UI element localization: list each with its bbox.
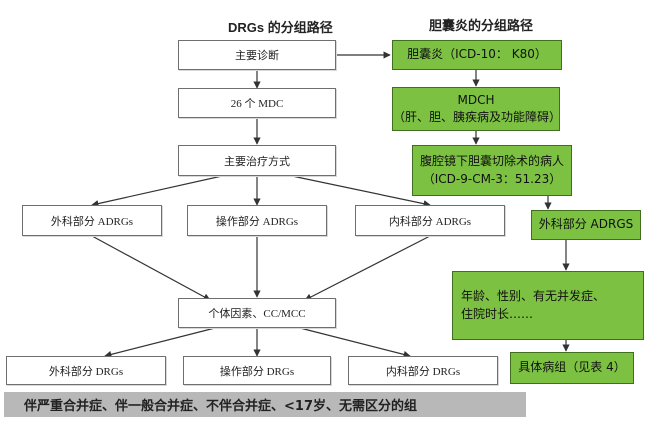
individual-factors-label: 个体因素、CC/MCC (208, 308, 306, 320)
factors-green-box: 年龄、性别、有无并发症、 住院时长…… (452, 271, 644, 340)
mdc-label: 26 个 MDC (230, 98, 284, 110)
bottom-summary-bar: 伴严重合并症、伴一般合并症、不伴合并症、<17岁、无需区分的组 (4, 392, 526, 417)
internal-adrgs-box: 内科部分 ADRGs (355, 205, 505, 236)
individual-factors-box: 个体因素、CC/MCC (178, 298, 336, 328)
left-title: DRGs 的分组路径 (228, 20, 333, 35)
internal-adrgs-label: 内科部分 ADRGs (388, 215, 472, 228)
arrow-factors-to-internal-drgs (299, 327, 411, 358)
operation-drgs-label: 操作部分 DRGs (219, 365, 295, 378)
arrow-internal-to-factors (304, 235, 431, 301)
main-diagnosis-label: 主要诊断 (235, 50, 279, 62)
surgical-adrgs-green-label: 外科部分 ADRGS (538, 217, 634, 232)
surgical-adrgs-green-box: 外科部分 ADRGS (531, 210, 641, 240)
main-diagnosis-box: 主要诊断 (178, 40, 336, 70)
cholecystitis-box: 胆囊炎（ICD-10： K80） (392, 40, 562, 70)
laparoscopic-label-line1: 腹腔镜下胆囊切除术的病人 (419, 154, 564, 169)
mdch-box: MDCH （肝、胆、胰疾病及功能障碍） (392, 87, 562, 131)
operation-adrgs-box: 操作部分 ADRGs (187, 205, 327, 236)
factors-label-line1: 年龄、性别、有无并发症、 (461, 289, 606, 304)
mdc-box: 26 个 MDC (178, 88, 336, 118)
factors-label-line2: 住院时长…… (461, 306, 534, 321)
surgical-drgs-box: 外科部分 DRGs (6, 356, 166, 385)
right-title: 胆囊炎的分组路径 (429, 18, 534, 33)
surgical-adrgs-box: 外科部分 ADRGs (22, 205, 162, 236)
internal-drgs-box: 内科部分 DRGs (348, 356, 498, 385)
laparoscopic-label-line2: （ICD-9-CM-3：51.23） (422, 171, 562, 186)
mdch-label-line2: （肝、胆、胰疾病及功能障碍） (393, 110, 562, 124)
specific-group-label: 具体病组（见表 4） (518, 360, 626, 375)
arrow-treatment-to-internal (291, 175, 431, 208)
arrow-surgical-to-factors (91, 235, 211, 301)
operation-adrgs-label: 操作部分 ADRGs (215, 215, 299, 228)
arrow-factors-to-surgical-drgs (104, 327, 216, 358)
internal-drgs-label: 内科部分 DRGs (385, 365, 461, 378)
surgical-drgs-label: 外科部分 DRGs (48, 365, 124, 378)
specific-group-box: 具体病组（见表 4） (510, 352, 634, 384)
surgical-adrgs-label: 外科部分 ADRGs (50, 215, 134, 228)
bottom-summary-text: 伴严重合并症、伴一般合并症、不伴合并症、<17岁、无需区分的组 (24, 399, 417, 414)
arrow-treatment-to-surgical (91, 175, 223, 208)
operation-drgs-box: 操作部分 DRGs (183, 356, 331, 385)
main-treatment-box: 主要治疗方式 (178, 145, 336, 176)
cholecystitis-label: 胆囊炎（ICD-10： K80） (407, 47, 547, 62)
laparoscopic-box: 腹腔镜下胆囊切除术的病人 （ICD-9-CM-3：51.23） (412, 145, 572, 196)
main-treatment-label: 主要治疗方式 (224, 155, 290, 168)
mdch-label-line1: MDCH (457, 92, 495, 107)
